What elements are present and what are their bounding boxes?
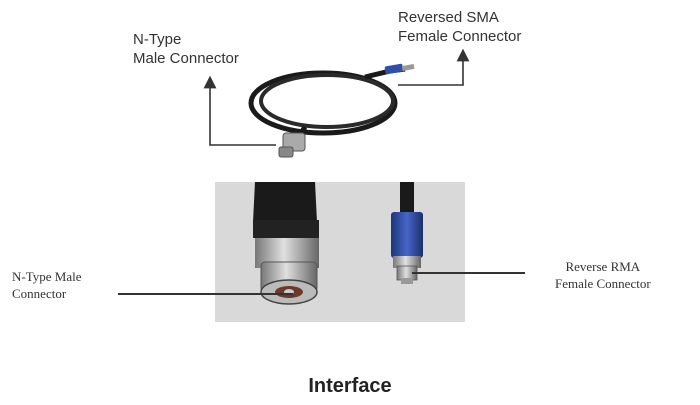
bottom-right-label: Reverse RMA Female Connector (555, 258, 651, 292)
top-right-label-line-1: Reversed SMA (398, 9, 499, 26)
top-left-label-line-2: Male Connector (133, 50, 239, 67)
bottom-left-label-line-1: N-Type Male (12, 269, 82, 284)
right-callout-arrow (398, 48, 470, 86)
figure-caption: Interface (308, 375, 392, 397)
bottom-left-label: N-Type Male Connector (12, 268, 81, 302)
bottom-right-label-line-1: Reverse RMA (565, 259, 641, 274)
bottom-right-leader-line (412, 272, 525, 274)
bottom-right-label-line-2: Female Connector (555, 276, 651, 291)
top-left-label-line-1: N-Type (133, 31, 182, 48)
connector-closeup-photo (215, 182, 465, 322)
bottom-left-leader-line (118, 293, 293, 295)
coiled-cable-image (248, 63, 415, 158)
left-callout-arrow (203, 75, 276, 146)
top-right-label-line-2: Female Connector (398, 28, 522, 45)
bottom-left-label-line-2: Connector (12, 286, 67, 301)
top-left-label: N-Type Male Connector (133, 30, 239, 68)
top-right-label: Reversed SMA Female Connector (398, 8, 521, 46)
